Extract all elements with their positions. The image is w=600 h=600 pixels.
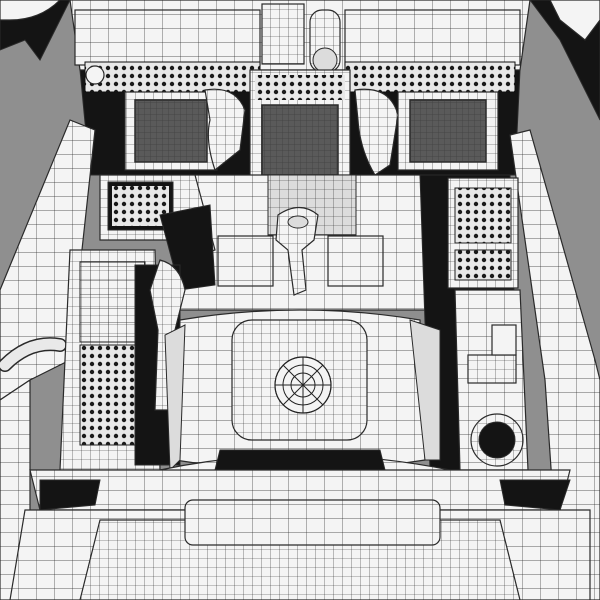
panel-grip-left <box>204 88 246 172</box>
center-multifunction-display <box>249 69 351 196</box>
left-multifunction-display <box>124 91 218 171</box>
right-upper-console <box>447 177 519 289</box>
right-multifunction-display <box>397 91 499 171</box>
canopy-frame <box>0 0 600 121</box>
center-control-stick <box>275 206 319 296</box>
glareshield <box>69 0 531 73</box>
canopy-sill <box>9 469 591 600</box>
right-lower-console <box>454 289 529 471</box>
panel-grip-right <box>354 88 399 176</box>
left-upper-console <box>99 174 216 291</box>
